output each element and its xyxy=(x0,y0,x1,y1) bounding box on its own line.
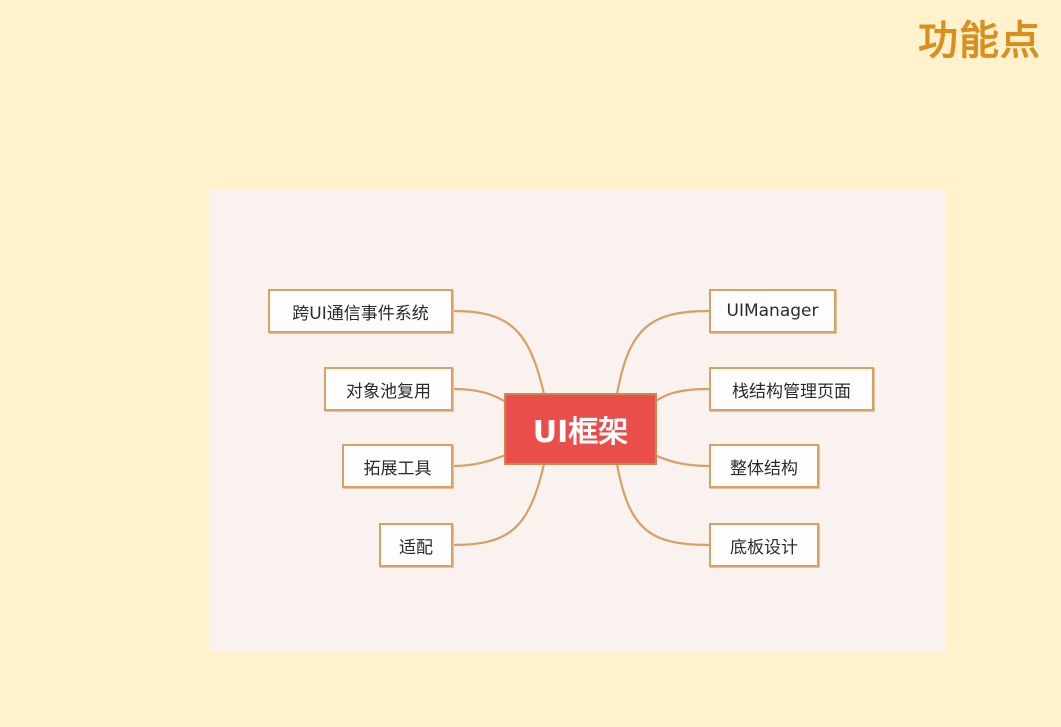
connector-right-3 xyxy=(650,452,711,468)
connector-left-3 xyxy=(451,452,511,468)
branch-node-base-design: 底板设计 xyxy=(709,523,819,567)
connector-right-4 xyxy=(615,462,711,547)
slide-title: 功能点 xyxy=(918,18,1041,64)
branch-node-overall-structure: 整体结构 xyxy=(709,444,819,488)
connector-left-1 xyxy=(451,309,546,396)
connector-right-1 xyxy=(615,309,711,396)
branch-node-stack-pages: 栈结构管理页面 xyxy=(709,367,874,411)
branch-node-extension-tools: 拓展工具 xyxy=(342,444,453,488)
connector-lines xyxy=(451,309,711,547)
branch-node-cross-ui-events: 跨UI通信事件系统 xyxy=(268,289,453,333)
center-node: UI框架 xyxy=(504,393,657,465)
connector-left-4 xyxy=(451,462,546,547)
mindmap-canvas: 跨UI通信事件系统 对象池复用 拓展工具 适配 UI框架 UIManager 栈… xyxy=(209,189,946,652)
connector-left-2 xyxy=(451,387,511,406)
branch-node-uimanager: UIManager xyxy=(709,289,836,333)
branch-node-adaptation: 适配 xyxy=(379,523,453,567)
branch-node-object-pool: 对象池复用 xyxy=(324,367,453,411)
connector-right-2 xyxy=(650,387,711,406)
